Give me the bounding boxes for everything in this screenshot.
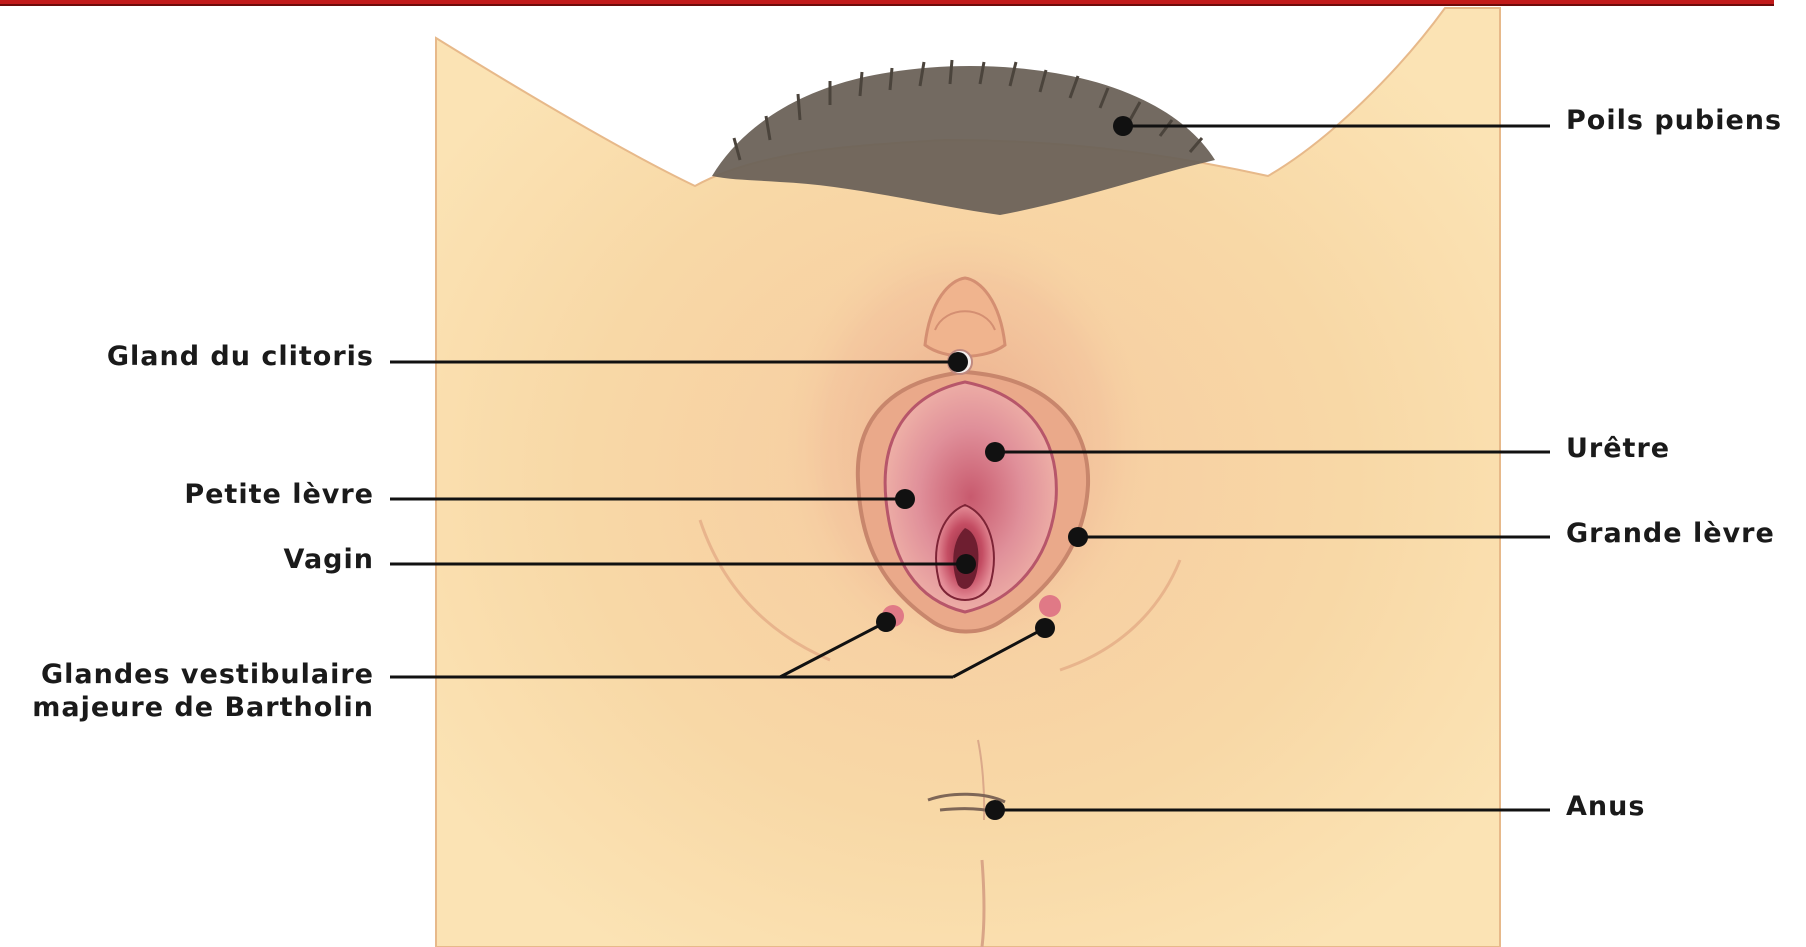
label-vagin: Vagin bbox=[284, 543, 374, 576]
label-glandes-line2: majeure de Bartholin bbox=[32, 691, 374, 724]
label-poils-pubiens: Poils pubiens bbox=[1566, 104, 1782, 137]
label-glandes-bartholin: Glandes vestibulaire majeure de Bartholi… bbox=[32, 658, 374, 724]
label-glandes-line1: Glandes vestibulaire bbox=[32, 658, 374, 691]
label-gland-clitoris: Gland du clitoris bbox=[107, 340, 374, 373]
label-petite-levre: Petite lèvre bbox=[184, 478, 374, 511]
label-uretre: Urêtre bbox=[1566, 432, 1670, 465]
label-grande-levre: Grande lèvre bbox=[1566, 517, 1775, 550]
bartholin-gland-right bbox=[1039, 595, 1061, 617]
label-anus: Anus bbox=[1566, 790, 1645, 823]
